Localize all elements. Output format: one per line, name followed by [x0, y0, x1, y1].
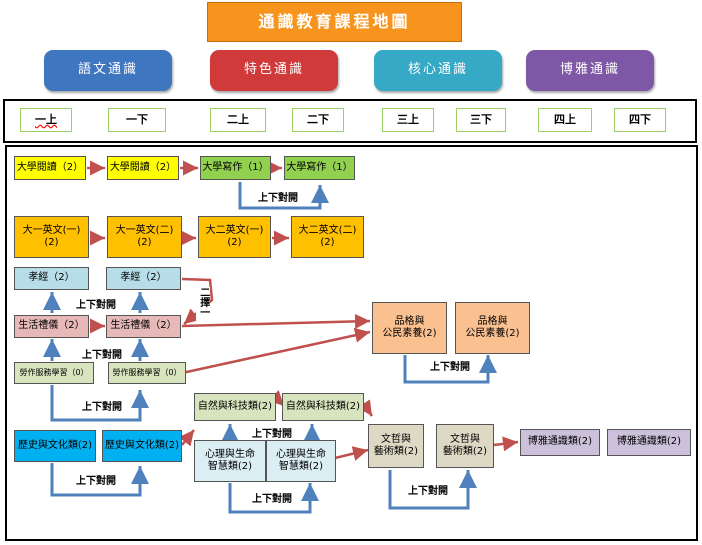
- label-alternate-character: 上下對開: [430, 362, 470, 373]
- semester-2b: 二下: [292, 108, 344, 132]
- category-liberal-arts: 博雅通識: [526, 50, 654, 91]
- course-literature-arts-1: 文哲與 藝術類(2): [368, 424, 424, 468]
- course-labor-service-1: 勞作服務學習（0）: [14, 362, 94, 384]
- semester-row-frame: [3, 99, 697, 143]
- course-english-2b: 大二英文(二) (2): [291, 216, 364, 258]
- label-alternate-nature: 上下對開: [252, 429, 292, 440]
- course-liberal-arts-1: 博雅通識類(2): [520, 429, 600, 456]
- course-psychology-life-1: 心理與生命 智慧類(2): [194, 440, 266, 482]
- course-labor-service-2: 勞作服務學習（0）: [108, 362, 186, 384]
- course-english-1a: 大一英文(一) (2): [14, 216, 89, 258]
- label-alternate-xiaojing: 上下對開: [76, 300, 116, 311]
- label-alternate-literature: 上下對開: [408, 486, 448, 497]
- label-choose-one: 二擇一: [196, 287, 210, 321]
- semester-3b: 三下: [456, 108, 506, 132]
- label-alternate-writing: 上下對開: [258, 193, 298, 204]
- course-reading-1: 大學閱讀（2）: [14, 156, 86, 180]
- course-history-culture-2: 歷史與文化類(2): [102, 430, 182, 462]
- course-reading-2: 大學閱讀（2）: [107, 156, 179, 180]
- category-featured: 特色通識: [210, 50, 338, 91]
- course-writing-2: 大學寫作（1）: [284, 156, 355, 180]
- label-alternate-history: 上下對開: [76, 476, 116, 487]
- course-character-2: 品格與 公民素養(2): [455, 302, 530, 354]
- course-etiquette-2: 生活禮儀（2）: [106, 315, 181, 338]
- course-english-1b: 大一英文(二) (2): [107, 216, 182, 258]
- label-alternate-etiquette: 上下對開: [82, 350, 122, 361]
- course-english-2a: 大二英文(一) (2): [198, 216, 271, 258]
- label-choose-one-text: 二擇一: [197, 287, 209, 317]
- label-alternate-psychology: 上下對開: [252, 494, 292, 505]
- course-xiaojing-2: 孝經（2）: [106, 267, 181, 290]
- course-nature-tech-2: 自然與科技類(2): [282, 393, 364, 421]
- course-map-frame: [5, 145, 698, 541]
- category-language: 語文通識: [44, 50, 172, 91]
- course-etiquette-1: 生活禮儀（2）: [14, 315, 89, 338]
- category-core: 核心通識: [374, 50, 502, 91]
- course-character-1: 品格與 公民素養(2): [372, 302, 447, 354]
- semester-1a: 一上: [20, 108, 72, 132]
- course-xiaojing-1: 孝經（2）: [14, 267, 89, 290]
- semester-1b: 一下: [108, 108, 166, 132]
- course-literature-arts-2: 文哲與 藝術類(2): [436, 424, 494, 468]
- course-writing-1: 大學寫作（1）: [200, 156, 271, 180]
- semester-4b: 四下: [614, 108, 666, 132]
- blue-arrows: [43, 182, 497, 514]
- semester-4a: 四上: [538, 108, 592, 132]
- course-nature-tech-1: 自然與科技類(2): [194, 393, 276, 421]
- course-psychology-life-2: 心理與生命 智慧類(2): [266, 440, 336, 482]
- course-history-culture-1: 歷史與文化類(2): [14, 430, 96, 462]
- page-title: 通識教育課程地圖: [207, 2, 462, 42]
- semester-3a: 三上: [382, 108, 434, 132]
- label-alternate-labor: 上下對開: [82, 402, 122, 413]
- course-liberal-arts-2: 博雅通識類(2): [607, 429, 691, 456]
- semester-2a: 二上: [210, 108, 266, 132]
